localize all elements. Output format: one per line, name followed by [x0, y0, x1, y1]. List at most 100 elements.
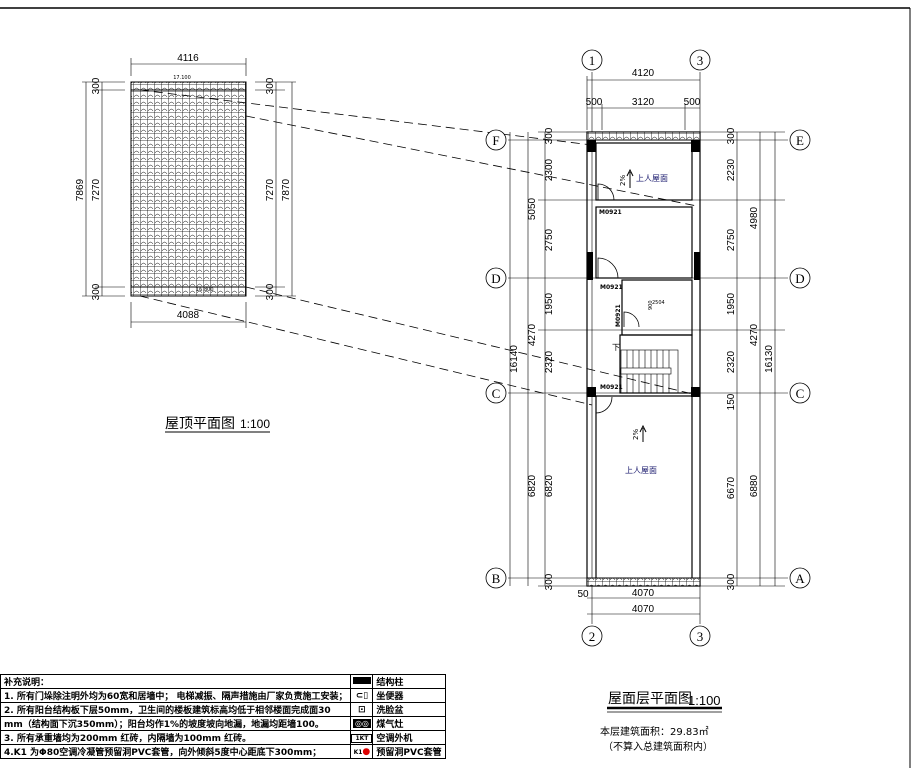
- dim-text: 2230: [726, 158, 737, 181]
- ac-unit-icon: 1KT: [350, 730, 374, 745]
- dim-text: 1950: [726, 292, 737, 315]
- floor-plan-scale: 1:100: [688, 693, 721, 708]
- dim-text: 4980: [749, 206, 760, 229]
- roof-left-bottom: 300: [91, 283, 102, 300]
- dim-text: 500: [684, 97, 701, 108]
- dim-text: 1950: [544, 292, 555, 315]
- ac-code: 1KT: [351, 733, 372, 743]
- note-row: 2. 所有阳台结构板下层50mm，卫生间的楼板建筑标高均低于相邻楼面完成面30: [0, 702, 352, 717]
- door-label: M0921: [599, 209, 622, 216]
- inner-dim: 2504: [652, 300, 665, 306]
- stair: [620, 349, 679, 394]
- roof-label-bottom: 上人屋面: [625, 466, 657, 475]
- projection-lines: [139, 89, 698, 406]
- roof-right-mid: 7270: [265, 178, 276, 201]
- dim-text: 6820: [527, 474, 538, 497]
- dim-text: 4270: [527, 323, 538, 346]
- legend-label: 预留洞PVC套管: [372, 744, 446, 759]
- parapet-bottom: [586, 577, 701, 587]
- dim-text: 300: [726, 127, 737, 144]
- dim-text: 300: [726, 573, 737, 590]
- pipe-code: K1: [353, 748, 363, 756]
- dim-text: 16130: [764, 345, 775, 373]
- floor-plan-title: 屋面层平面图: [608, 691, 692, 707]
- dim-text: 50: [577, 589, 589, 600]
- notes-table: 补充说明： 结构柱 1. 所有门垛除注明外均为60宽和居墙中； 电梯减振、隔声措…: [0, 674, 446, 759]
- toilet-icon: ⊂▯: [350, 688, 374, 703]
- column-legend-icon: [352, 676, 371, 684]
- grid-bubble-label: D: [491, 271, 500, 286]
- gas-stove-icon: ◎◎: [350, 716, 374, 731]
- roof-label-top: 上人屋面: [636, 174, 668, 183]
- roof-top-width: 4116: [177, 53, 199, 64]
- dim-text: 4070: [632, 604, 655, 615]
- roof-right-total: 7870: [281, 178, 292, 201]
- roof-plan-title: 屋顶平面图: [165, 416, 235, 432]
- roof-right-top: 300: [265, 77, 276, 94]
- dim-text: 2320: [544, 350, 555, 373]
- inner-dim: 900: [648, 300, 654, 310]
- dim-text: 4270: [749, 323, 760, 346]
- note-row: 1. 所有门垛除注明外均为60宽和居墙中； 电梯减振、隔声措施由厂家负责施工安装…: [0, 688, 352, 703]
- roof-elevation-top: 17.100: [173, 75, 191, 81]
- slope-bottom: 2%: [632, 429, 640, 440]
- area-note: （不算入总建筑面积内）: [603, 740, 713, 753]
- roof-bottom-width: 4088: [177, 310, 200, 321]
- roof-right-bottom: 300: [265, 283, 276, 300]
- dim-text: 300: [544, 573, 555, 590]
- dim-text: 5050: [527, 197, 538, 220]
- slope-arrow-icon: [626, 168, 634, 188]
- roof-elevation-bottom: 16.800: [196, 287, 214, 293]
- door-label: M0921: [615, 304, 622, 327]
- legend-label: 煤气灶: [372, 716, 446, 731]
- dim-text: 300: [544, 127, 555, 144]
- structural-columns: [587, 140, 700, 397]
- stair-down-label: 下: [612, 343, 620, 352]
- dim-text: 2750: [544, 228, 555, 251]
- grid-bubble-label: 2: [589, 629, 596, 644]
- legend-label: 洗脸盆: [372, 702, 446, 717]
- slope-top: 2%: [619, 175, 627, 186]
- dim-text: 4070: [632, 588, 655, 599]
- note-row: 3. 所有承重墙均为200mm 红砖，内隔墙为100mm 红砖。: [0, 730, 352, 745]
- dim-text: 16140: [509, 345, 520, 373]
- door-label: M0921: [600, 284, 623, 291]
- grid-bubble-label: 3: [697, 629, 704, 644]
- grid-bubble-label: C: [796, 386, 805, 401]
- dim-text: 6670: [726, 476, 737, 499]
- pvc-sleeve-icon: K1●: [350, 744, 374, 759]
- slope-arrow-icon: [639, 424, 647, 442]
- note-row: mm（结构面下沉350mm）；阳台均作1%的坡度坡向地漏，地漏均距墙100。: [0, 716, 352, 731]
- grid-bubble-label: A: [795, 571, 805, 586]
- grid-bubble-label: 1: [589, 53, 596, 68]
- dim-text: 6880: [749, 474, 760, 497]
- roof-tiles: [130, 81, 247, 297]
- grid-bubble-label: D: [795, 271, 804, 286]
- grid-bubble-label: F: [492, 133, 499, 148]
- dim-text: 4120: [632, 68, 655, 79]
- roof-plan: 4116 17.100 16.800 4088 7869 7270 300 30…: [75, 53, 296, 433]
- dim-text: 500: [586, 97, 603, 108]
- dim-text: 2320: [726, 350, 737, 373]
- legend-label: 坐便器: [372, 688, 446, 703]
- floor-plan: M0921 M0921 M0921 M0921 2504 900 下 上人屋面 …: [485, 49, 811, 753]
- grid-bubble-label: 3: [697, 53, 704, 68]
- dim-text: 2750: [726, 228, 737, 251]
- notes-header: 补充说明：: [0, 674, 352, 689]
- note-row: 4.K1 为Φ80空调冷凝管预留洞PVC套管，向外倾斜5度中心距底下300mm；: [0, 744, 352, 759]
- doors: [595, 183, 640, 414]
- area-text: 本层建筑面积：29.83㎡: [600, 725, 709, 738]
- door-label: M0921: [600, 384, 623, 391]
- dim-text: 2300: [544, 158, 555, 181]
- grid-bubble-label: C: [492, 386, 501, 401]
- washbasin-icon: ⊡: [350, 702, 374, 717]
- dim-text: 6820: [544, 474, 555, 497]
- roof-left-mid: 7270: [91, 178, 102, 201]
- grid-bubble-label: E: [796, 133, 804, 148]
- legend-label: 结构柱: [372, 674, 446, 689]
- roof-left-total: 7869: [75, 178, 86, 201]
- legend-label: 空调外机: [372, 730, 446, 745]
- dim-text: 3120: [632, 97, 655, 108]
- roof-left-top: 300: [91, 77, 102, 94]
